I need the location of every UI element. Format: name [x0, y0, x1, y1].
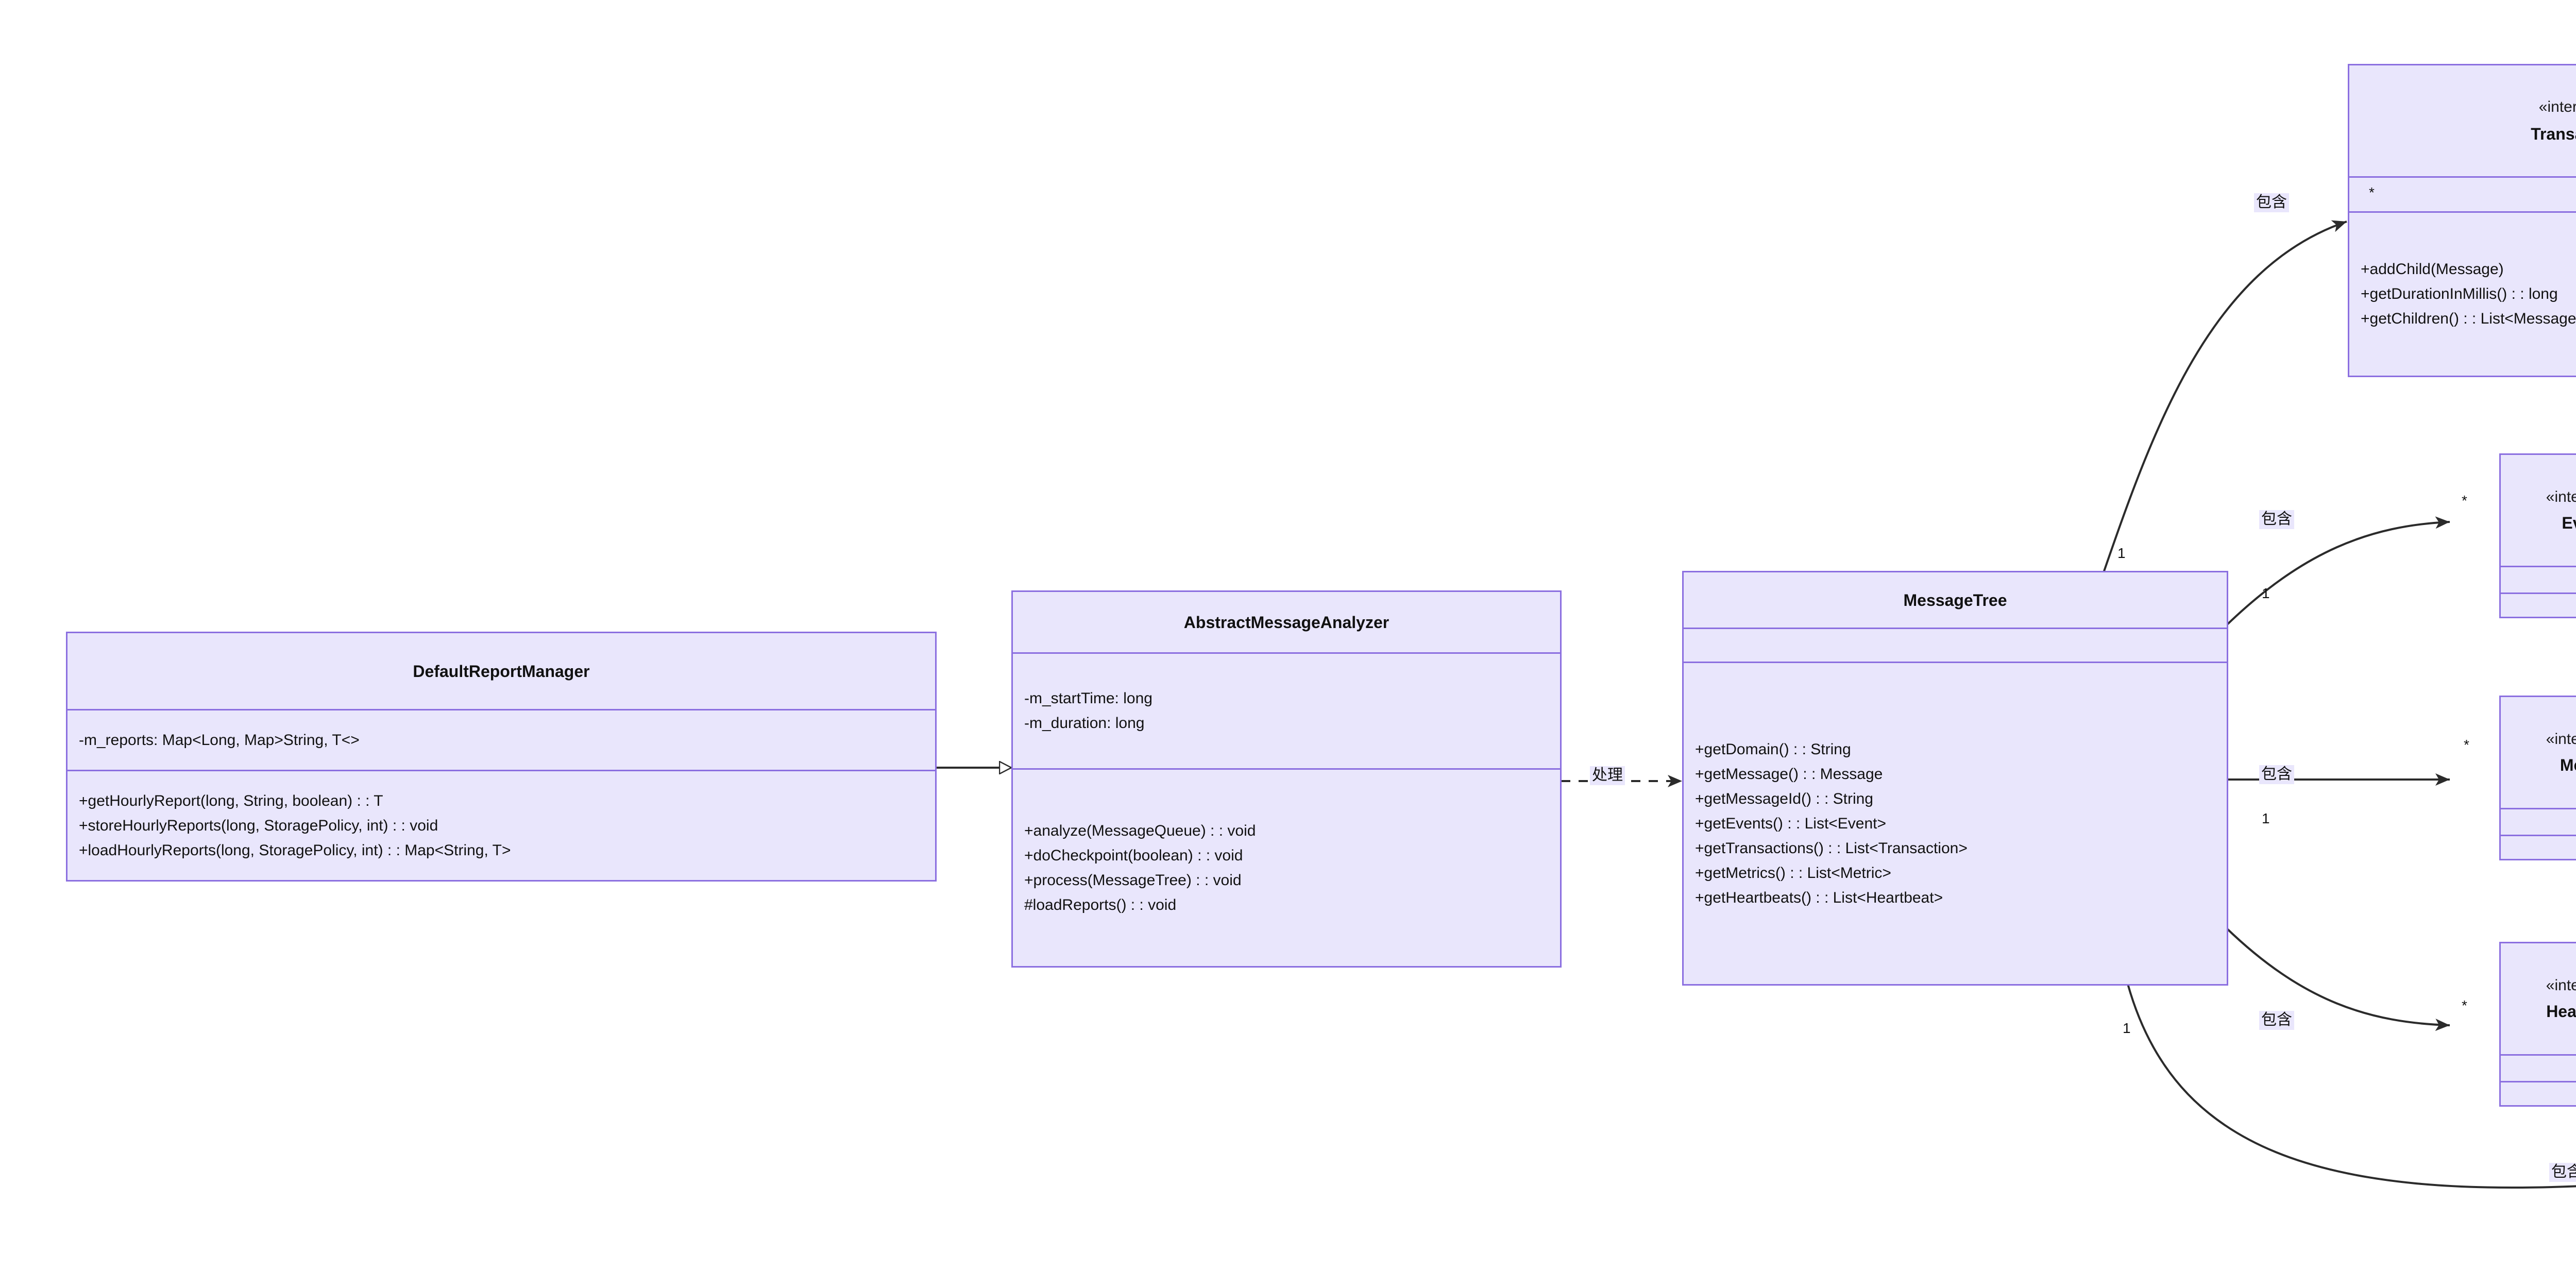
method-item: +getHourlyReport(long, String, boolean) …: [79, 792, 383, 809]
class-name: AbstractMessageAnalyzer: [1183, 613, 1389, 632]
edge-label-tree-metric: 包含: [2259, 765, 2294, 784]
method-item: +doCheckpoint(boolean) : : void: [1024, 846, 1243, 864]
class-name: Transaction: [2531, 124, 2576, 143]
mult-tree-metric-source: 1: [2262, 810, 2270, 826]
method-item: +getHeartbeats() : : List<Heartbeat>: [1695, 889, 1943, 906]
method-item: +getMessageId() : : String: [1695, 790, 1873, 807]
methods-compartment: +getHourlyReport(long, String, boolean) …: [67, 771, 935, 880]
mult-event-target: *: [2462, 493, 2467, 509]
method-item: +getEvents() : : List<Event>: [1695, 815, 1887, 832]
attributes-compartment: -m_startTime: long -m_duration: long: [1013, 654, 1560, 770]
class-heartbeat[interactable]: «interface» Heartbeat: [2499, 942, 2576, 1107]
mult-tree-transaction-source: 1: [2117, 545, 2126, 561]
class-transaction[interactable]: «interface» Transaction +addChild(Messag…: [2348, 64, 2576, 377]
mult-heartbeat-target: *: [2462, 997, 2467, 1013]
class-default-report-manager[interactable]: DefaultReportManager -m_reports: Map<Lon…: [66, 632, 937, 882]
method-item: +storeHourlyReports(long, StoragePolicy,…: [79, 817, 438, 834]
attribute-item: -m_duration: long: [1024, 715, 1145, 732]
class-name: Event: [2562, 513, 2576, 532]
edge-label-tree-transaction: 包含: [2254, 193, 2289, 212]
class-header: DefaultReportManager: [67, 633, 935, 710]
stereotype-label: «interface»: [2538, 98, 2576, 115]
methods-compartment: +getDomain() : : String +getMessage() : …: [1684, 663, 2227, 984]
class-header: MessageTree: [1684, 572, 2227, 629]
class-metric[interactable]: «interface» Metric: [2499, 696, 2576, 860]
mult-tree-heartbeat-source: 1: [2123, 1020, 2131, 1036]
edge-label-tree-heartbeat: 包含: [2259, 1011, 2294, 1030]
attributes-compartment: [2501, 1056, 2576, 1082]
stereotype-label: «interface»: [2546, 976, 2576, 994]
class-header: «interface» Transaction: [2349, 65, 2576, 178]
class-name: Heartbeat: [2546, 1002, 2576, 1021]
stereotype-label: «interface»: [2546, 488, 2576, 505]
method-item: +getChildren() : : List<Message>: [2361, 310, 2576, 327]
class-abstract-message-analyzer[interactable]: AbstractMessageAnalyzer -m_startTime: lo…: [1011, 590, 1562, 968]
attributes-compartment: [2349, 178, 2576, 213]
stereotype-label: «interface»: [2546, 730, 2576, 748]
attributes-compartment: -m_reports: Map<Long, Map>String, T<>: [67, 710, 935, 771]
method-item: #loadReports() : : void: [1024, 896, 1177, 913]
edge-label-tree-message: 包含: [2549, 1163, 2576, 1182]
method-item: +process(MessageTree) : : void: [1024, 871, 1242, 889]
attribute-item: -m_startTime: long: [1024, 690, 1153, 707]
methods-compartment: [2501, 836, 2576, 859]
attributes-compartment: [2501, 567, 2576, 594]
edge-label-process: 处理: [1590, 766, 1625, 785]
method-item: +getDomain() : : String: [1695, 740, 1851, 758]
mult-tree-event-source: 1: [2262, 585, 2270, 601]
mult-transaction-target: *: [2369, 184, 2375, 200]
edge-tree-event: [2225, 516, 2450, 627]
class-event[interactable]: «interface» Event: [2499, 453, 2576, 618]
class-name: MessageTree: [1903, 590, 2007, 609]
attributes-compartment: [1684, 629, 2227, 663]
methods-compartment: [2501, 594, 2576, 617]
attributes-compartment: [2501, 809, 2576, 836]
method-item: +addChild(Message): [2361, 261, 2504, 278]
method-item: +getMessage() : : Message: [1695, 765, 1883, 783]
class-message-tree[interactable]: MessageTree +getDomain() : : String +get…: [1682, 571, 2228, 986]
edge-tree-transaction: [2101, 220, 2347, 578]
method-item: +getDurationInMillis() : : long: [2361, 285, 2558, 302]
method-item: +analyze(MessageQueue) : : void: [1024, 822, 1256, 839]
class-name: Metric: [2560, 755, 2576, 774]
method-item: +getMetrics() : : List<Metric>: [1695, 864, 1891, 882]
methods-compartment: [2501, 1082, 2576, 1105]
mult-metric-target: *: [2464, 737, 2469, 753]
edge-label-tree-event: 包含: [2259, 510, 2294, 529]
method-item: +loadHourlyReports(long, StoragePolicy, …: [79, 841, 511, 859]
class-header: AbstractMessageAnalyzer: [1013, 592, 1560, 654]
attribute-item: -m_reports: Map<Long, Map>String, T<>: [79, 731, 360, 749]
class-header: «interface» Event: [2501, 455, 2576, 567]
class-header: «interface» Metric: [2501, 697, 2576, 809]
methods-compartment: +addChild(Message) +getDurationInMillis(…: [2349, 213, 2576, 376]
class-name: DefaultReportManager: [413, 662, 590, 681]
methods-compartment: +analyze(MessageQueue) : : void +doCheck…: [1013, 770, 1560, 966]
method-item: +getTransactions() : : List<Transaction>: [1695, 839, 1968, 857]
class-header: «interface» Heartbeat: [2501, 943, 2576, 1056]
